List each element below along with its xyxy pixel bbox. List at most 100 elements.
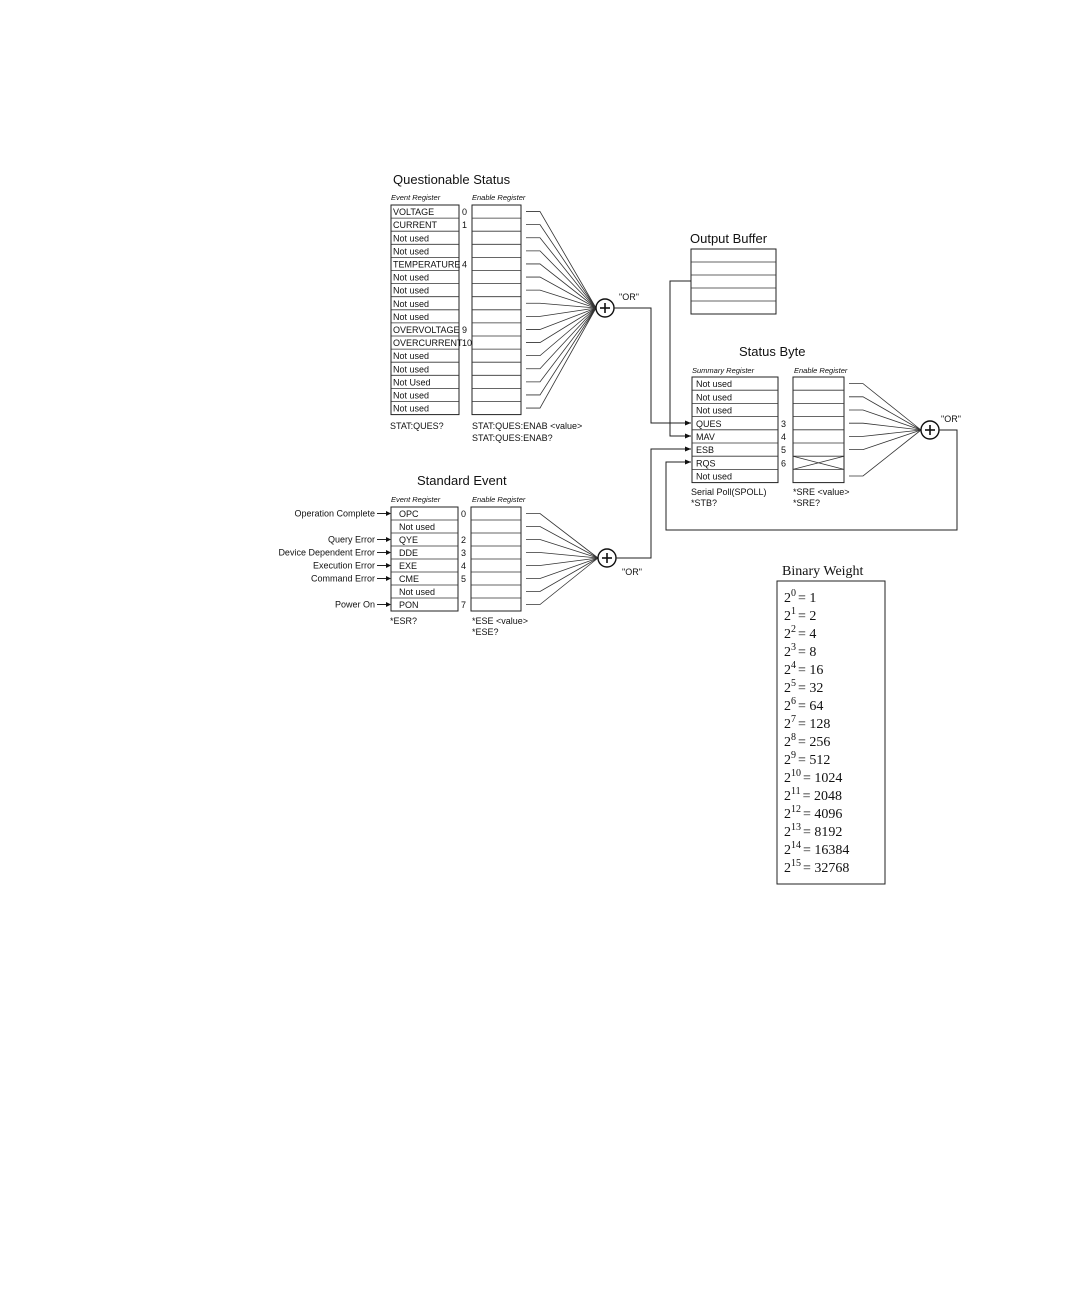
ques-fan-line <box>526 307 597 357</box>
ques-event-bit-11-label: Not used <box>393 351 429 361</box>
ques-fan-line <box>526 307 597 330</box>
std-event-bit-3-label: DDE <box>399 548 418 558</box>
ques-bit-number-10: 10 <box>462 338 472 348</box>
sb-event-bit-3-label: QUES <box>696 419 722 429</box>
binary-weight-row-0: 20= 1 <box>784 588 816 606</box>
std-bit-number-7: 7 <box>461 600 466 610</box>
sb-fan-line <box>849 396 922 431</box>
std-source-4: Execution Error <box>313 561 375 571</box>
ques-fan-line <box>526 307 597 370</box>
questionable-enable-register <box>471 204 522 416</box>
std-source-7: Power On <box>335 600 375 610</box>
std-bit-number-5: 5 <box>461 574 466 584</box>
ques-event-bit-0-label: VOLTAGE <box>393 207 434 217</box>
output-buffer-title: Output Buffer <box>690 231 768 246</box>
ques-event-bit-9-label: OVERVOLTAGE <box>393 325 460 335</box>
summary-register-header: Summary Register <box>692 366 755 375</box>
std-event-bit-4-label: EXE <box>399 561 417 571</box>
serial-poll-command: Serial Poll(SPOLL) <box>691 487 767 497</box>
ques-fan-line <box>526 307 597 317</box>
standard-event-group: Standard Event Event Register Enable Reg… <box>278 473 641 637</box>
sb-fan-line <box>849 429 922 477</box>
std-fan-line <box>526 557 599 579</box>
ques-event-bit-3-label: Not used <box>393 246 429 256</box>
std-fan-line <box>526 539 599 559</box>
binary-weight-row-1: 21= 2 <box>784 606 816 624</box>
ques-fan-line <box>526 211 597 309</box>
sb-fan-line <box>849 429 922 451</box>
std-event-bit-7-label: PON <box>399 600 419 610</box>
std-source-2: Query Error <box>328 535 375 545</box>
ques-fan-line <box>526 307 597 383</box>
standard-enable-register <box>470 506 522 612</box>
ques-event-bit-15-label: Not used <box>393 404 429 414</box>
ques-fan-line <box>526 302 597 309</box>
std-bit-number-4: 4 <box>461 561 466 571</box>
output-buffer-box <box>690 248 777 315</box>
standard-enable-command: *ESE <value> <box>472 616 528 626</box>
sb-event-bit-0-label: Not used <box>696 379 732 389</box>
binary-weight-row-8: 28= 256 <box>784 732 830 750</box>
binary-weight-group: Binary Weight 20= 121= 222= 423= 824= 16… <box>776 564 886 885</box>
binary-weight-row-14: 214= 16384 <box>784 840 849 858</box>
std-bit-number-2: 2 <box>461 535 466 545</box>
questionable-status-group: Questionable Status Event Register Enabl… <box>390 172 639 443</box>
ques-event-bit-8-label: Not used <box>393 312 429 322</box>
std-fan-line <box>526 557 599 592</box>
sb-event-bit-7-label: Not used <box>696 472 732 482</box>
std-source-5: Command Error <box>311 574 375 584</box>
sb-event-bit-4-label: MAV <box>696 432 715 442</box>
std-fan-line <box>526 526 599 559</box>
ques-bit-number-0: 0 <box>462 207 467 217</box>
binary-weight-row-5: 25= 32 <box>784 678 823 696</box>
status-byte-title: Status Byte <box>739 344 805 359</box>
standard-or-gate <box>597 548 617 568</box>
ques-fan-line <box>526 263 597 309</box>
service-request-enable-register <box>792 376 845 484</box>
sre-query: *SRE? <box>793 498 820 508</box>
ques-event-bit-1-label: CURRENT <box>393 220 438 230</box>
standard-event-header: Event Register <box>391 495 441 504</box>
std-fan-line <box>526 552 599 559</box>
sb-event-bit-2-label: Not used <box>696 406 732 416</box>
status-or-gate <box>920 420 940 440</box>
binary-weight-row-9: 29= 512 <box>784 750 830 768</box>
ques-event-bit-14-label: Not used <box>393 391 429 401</box>
binary-weight-row-10: 210= 1024 <box>784 768 842 786</box>
questionable-event-command: STAT:QUES? <box>390 421 444 431</box>
sb-fan-line <box>849 409 922 431</box>
standard-event-title: Standard Event <box>417 473 507 488</box>
ques-fan-line <box>526 307 597 343</box>
std-fan-line <box>526 513 599 559</box>
ques-event-bit-13-label: Not Used <box>393 377 431 387</box>
sb-fan-line <box>849 383 922 431</box>
std-event-bit-6-label: Not used <box>399 587 435 597</box>
std-source-arrowhead <box>386 537 391 542</box>
std-source-0: Operation Complete <box>294 509 375 519</box>
binary-weight-row-11: 211= 2048 <box>784 786 842 804</box>
std-source-arrowhead <box>386 602 391 607</box>
binary-weight-row-2: 22= 4 <box>784 624 816 642</box>
questionable-or-gate <box>595 298 615 318</box>
sb-event-bit-5-label: ESB <box>696 445 714 455</box>
binary-weight-row-7: 27= 128 <box>784 714 830 732</box>
std-fan-line <box>526 557 599 605</box>
standard-or-label: "OR" <box>622 567 642 577</box>
ques-event-bit-6-label: Not used <box>393 286 429 296</box>
connection-wires <box>614 280 958 559</box>
standard-or-fan-lines <box>526 513 599 605</box>
questionable-status-title: Questionable Status <box>393 172 511 187</box>
standard-enable-header: Enable Register <box>472 495 526 504</box>
binary-weight-box <box>776 580 886 885</box>
std-event-bit-2-label: QYE <box>399 535 418 545</box>
ques-event-bit-5-label: Not used <box>393 273 429 283</box>
ques-fan-line <box>526 224 597 309</box>
std-bit-number-0: 0 <box>461 509 466 519</box>
ques-event-bit-10-label: OVERCURRENT <box>393 338 463 348</box>
standard-event-command: *ESR? <box>390 616 417 626</box>
output-buffer-group: Output Buffer <box>690 231 777 315</box>
